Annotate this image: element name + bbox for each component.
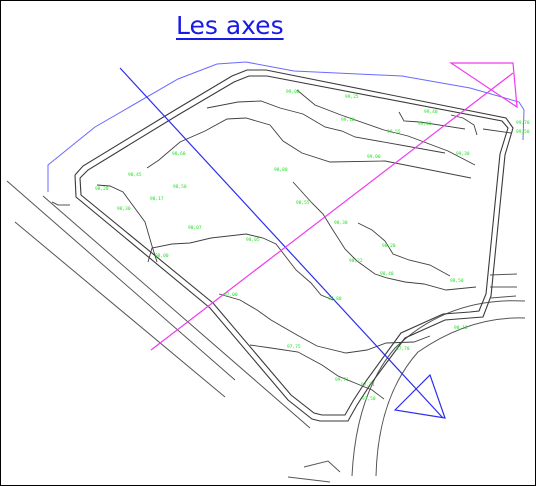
elevation-label: 99,60	[418, 121, 432, 127]
elevation-label: 99,00	[286, 89, 300, 95]
long-axis-triangle-marker	[393, 373, 446, 419]
elevation-label: 99,50	[516, 129, 530, 135]
elevation-label: 98,07	[188, 225, 202, 231]
elevation-label: 98,40	[380, 271, 394, 277]
elevation-label: 97,00	[224, 292, 238, 298]
elevation-label: 99,71	[335, 377, 349, 383]
elevation-label: 97,50	[362, 396, 376, 402]
contour-lines	[96, 89, 512, 400]
elevation-label: 97,70	[396, 346, 410, 352]
elevation-label: 99,00	[367, 154, 381, 160]
elevation-label: 98,50	[173, 184, 187, 190]
outer-boundary-line	[47, 61, 525, 192]
elevation-label: 98,22	[349, 258, 363, 264]
elevation-label: 99,70	[516, 120, 530, 126]
elevation-label: 98,05	[246, 237, 260, 243]
elevation-label: 98,30	[334, 220, 348, 226]
cross-axis	[150, 62, 518, 351]
elevation-label: 98,20	[382, 243, 396, 249]
elevation-label: 98,00	[155, 253, 169, 259]
elevation-label: 98,45	[128, 172, 142, 178]
elevation-label: 97,80	[328, 296, 342, 302]
elevation-label: 98,60	[172, 151, 186, 157]
elevation-label: 99,40	[424, 109, 438, 115]
elevation-label: 98,80	[274, 167, 288, 173]
elevation-label: 99,25	[345, 94, 359, 100]
elevation-labels: 99,00 99,25 99,10 99,40 99,60 99,55 99,7…	[95, 89, 530, 402]
elevation-label: 98,10	[454, 325, 468, 331]
long-axis	[119, 67, 446, 419]
elevation-label: 97,75	[287, 344, 301, 350]
elevation-label: 98,30	[117, 206, 131, 212]
cross-axis-line	[150, 72, 514, 351]
elevation-label: 98,55	[296, 200, 310, 206]
site-platform-outline	[74, 69, 514, 422]
elevation-label: 99,55	[387, 129, 401, 135]
elevation-label: 99,30	[456, 151, 470, 157]
elevation-label: 97,71	[361, 382, 375, 388]
elevation-label: 98,20	[95, 186, 109, 192]
elevation-label: 98,50	[450, 278, 464, 284]
long-axis-line	[119, 67, 444, 419]
elevation-label: 99,10	[341, 117, 355, 123]
cross-axis-triangle-marker	[449, 62, 518, 109]
figure-title: Les axes	[176, 11, 284, 40]
elevation-label: 98,17	[150, 196, 164, 202]
